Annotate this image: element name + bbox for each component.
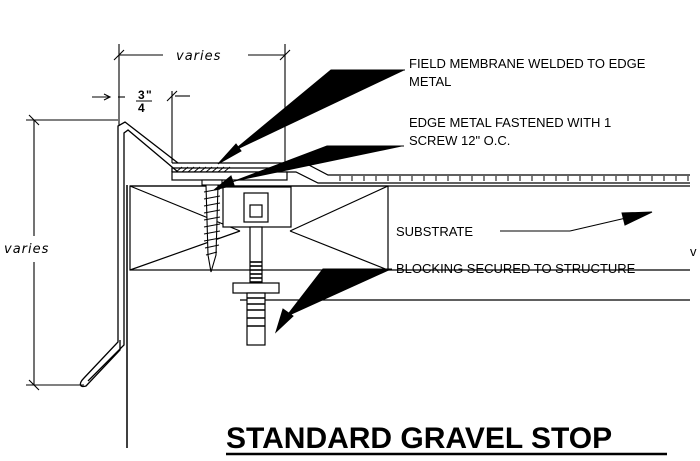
- callout-edge-metal-line1: EDGE METAL FASTENED WITH 1: [409, 115, 611, 130]
- callout-field-membrane-line2: METAL: [409, 74, 451, 89]
- dimension-top-varies: [113, 44, 291, 168]
- membrane-hatching: [339, 176, 689, 181]
- dimension-top-varies-label: varies: [176, 49, 221, 64]
- drawing-title: STANDARD GRAVEL STOP: [226, 422, 612, 455]
- callout-blocking: BLOCKING SECURED TO STRUCTURE: [396, 261, 636, 276]
- edge-metal-hatch: [175, 166, 231, 173]
- dimension-offset-numerator: 3: [138, 88, 145, 102]
- dimension-left-varies: [26, 114, 118, 391]
- dimension-offset: [92, 90, 190, 163]
- bolt-threads: [247, 261, 265, 327]
- callout-arrowheads: [213, 143, 653, 334]
- cut-off-label: v: [690, 244, 697, 259]
- callout-substrate: SUBSTRATE: [396, 224, 473, 239]
- edge-metal: [79, 121, 285, 388]
- callout-edge-metal-line2: SCREW 12" O.C.: [409, 133, 510, 148]
- callout-leaders: [231, 69, 627, 318]
- dimension-offset-mark: ": [146, 88, 152, 102]
- dimension-offset-denominator: 4: [138, 101, 145, 115]
- dimension-left-varies-label: varies: [4, 242, 49, 257]
- callout-field-membrane-line1: FIELD MEMBRANE WELDED TO EDGE: [409, 56, 646, 71]
- screw: [201, 179, 223, 273]
